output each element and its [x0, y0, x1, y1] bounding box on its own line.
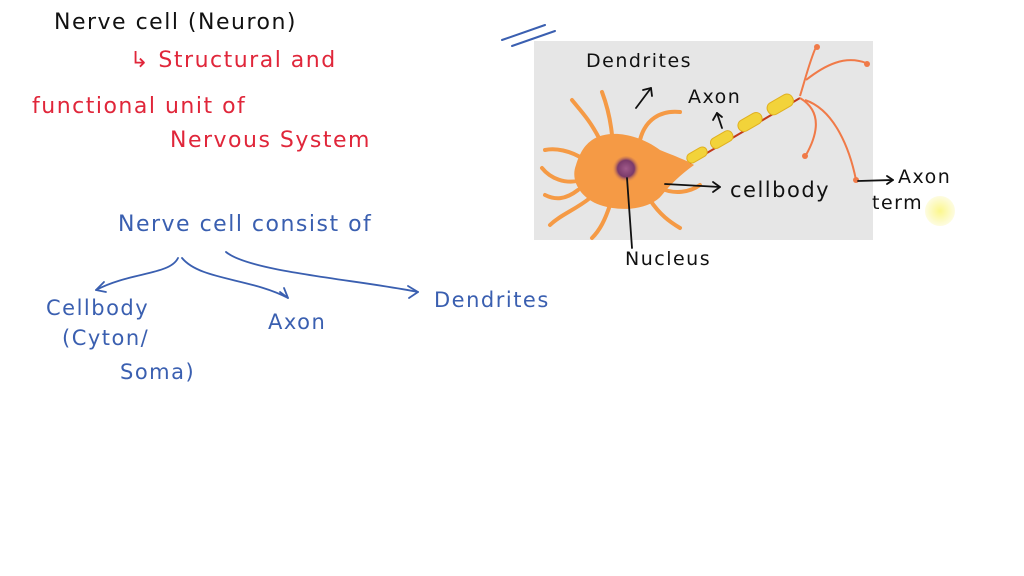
part-cellbody-alt-2: Soma) [120, 360, 196, 384]
part-cellbody: Cellbody [46, 296, 150, 320]
label-axon-terminal-2: term [872, 192, 924, 214]
label-axon: Axon [688, 86, 742, 108]
consists-heading: Nerve cell consist of [118, 212, 373, 237]
definition-line-2: functional unit of [32, 94, 247, 119]
part-dendrites: Dendrites [434, 288, 550, 312]
label-cellbody: cellbody [730, 178, 831, 202]
neuron-diagram-panel [534, 41, 873, 240]
page-title: Nerve cell (Neuron) [54, 10, 297, 35]
part-axon: Axon [268, 310, 327, 334]
label-axon-terminal-1: Axon [898, 166, 952, 188]
label-nucleus: Nucleus [625, 248, 712, 270]
definition-line-1: ↳ Structural and [130, 48, 337, 73]
axon-terminals [799, 46, 867, 181]
part-cellbody-alt-1: (Cyton/ [62, 326, 150, 350]
neuron-nucleus [612, 156, 640, 184]
definition-line-3: Nervous System [170, 128, 371, 153]
pointer-highlight [925, 196, 955, 226]
label-dendrites: Dendrites [586, 50, 693, 72]
neuron-axon [686, 93, 801, 164]
